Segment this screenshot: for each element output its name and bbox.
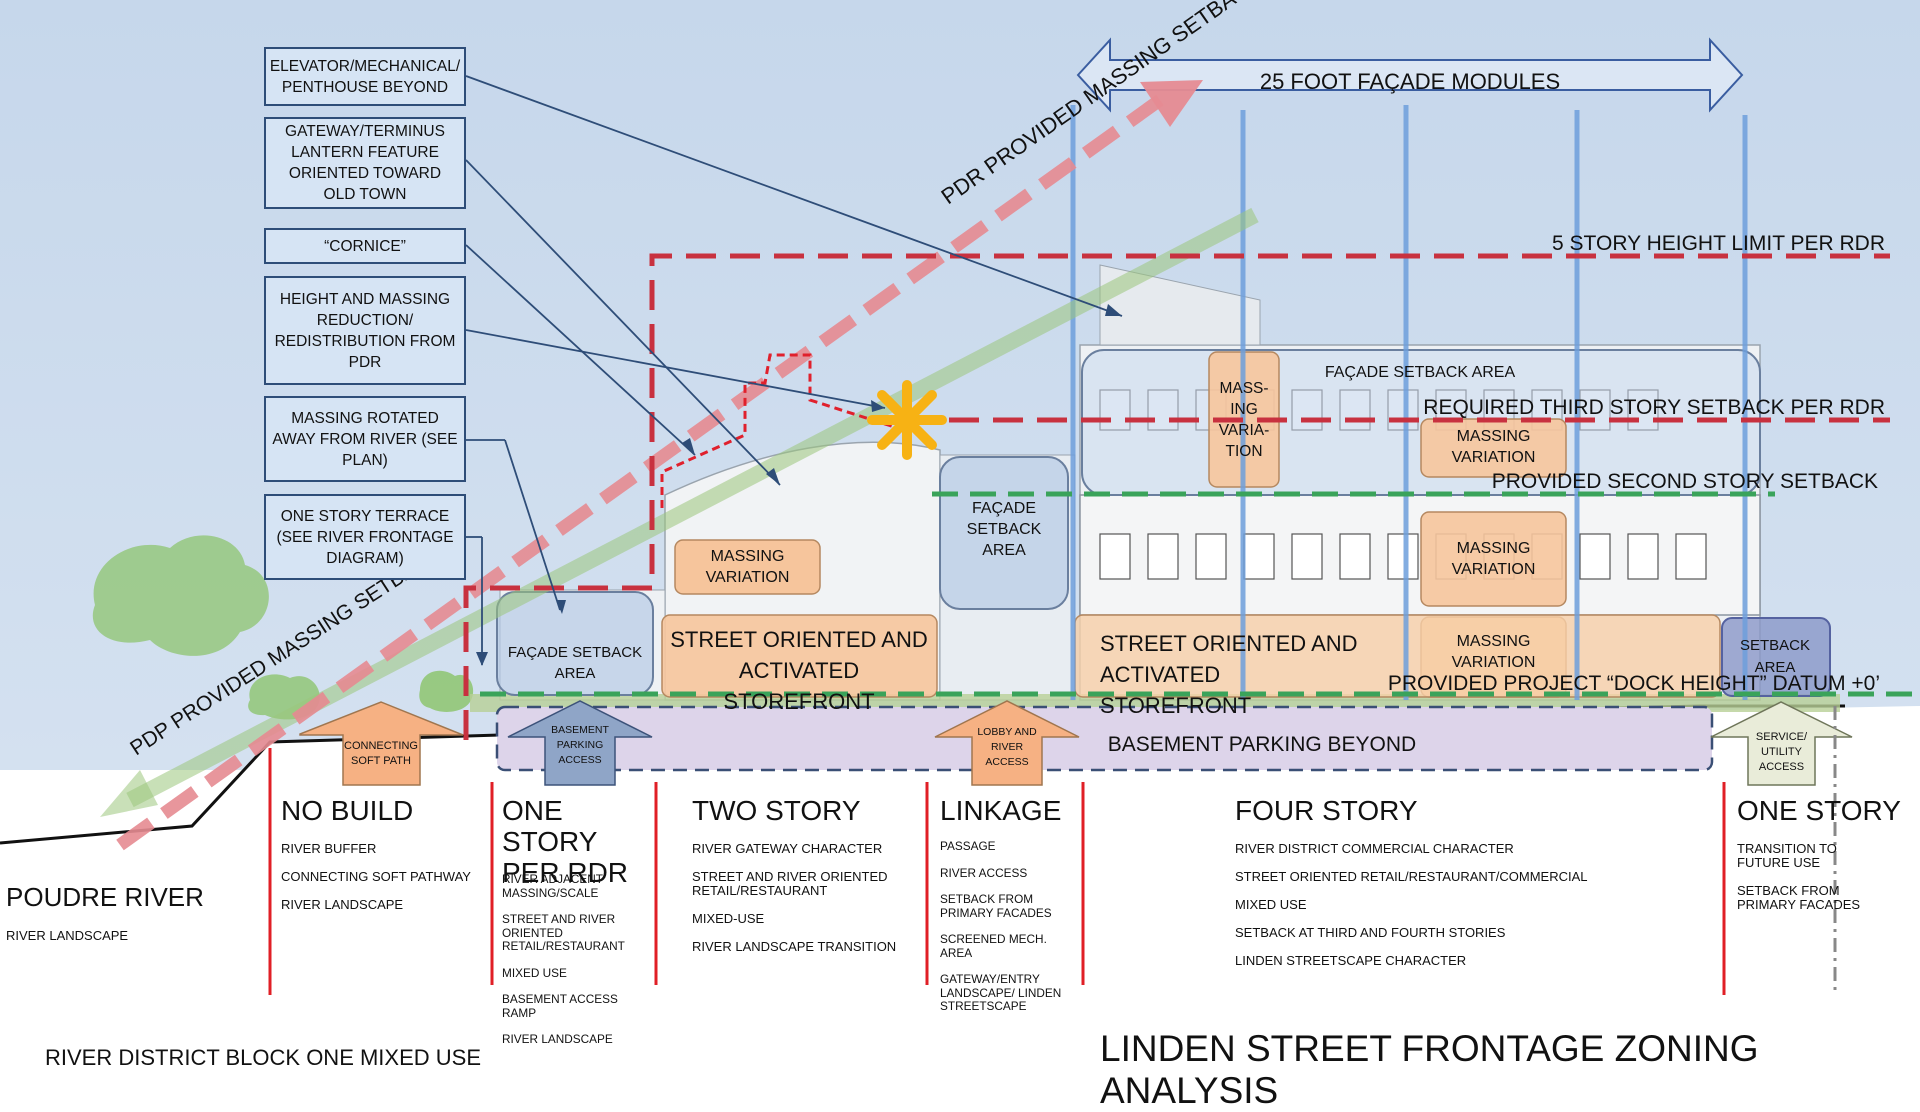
green-datum-lines bbox=[480, 491, 1915, 697]
lobby-arrow bbox=[934, 700, 1080, 786]
callout-massing-rotated: MASSING ROTATED AWAY FROM RIVER (SEE PLA… bbox=[264, 396, 466, 482]
zone-title-four-story: FOUR STORY bbox=[1235, 795, 1418, 826]
basement-beyond-label: BASEMENT PARKING BEYOND bbox=[1108, 733, 1416, 756]
service-arrow bbox=[1710, 701, 1853, 786]
zone-title-linkage: LINKAGE bbox=[940, 795, 1062, 826]
zone-items-linkage: PASSAGE RIVER ACCESS SETBACK FROM PRIMAR… bbox=[940, 839, 1062, 1013]
zone-title-two-story: TWO STORY bbox=[692, 795, 861, 826]
callout-elevator: ELEVATOR/MECHANICAL/ PENTHOUSE BEYOND bbox=[264, 47, 466, 106]
basement-access-arrow bbox=[507, 700, 653, 786]
basement-access-arrow-label: BASEMENT PARKING ACCESS bbox=[551, 724, 609, 766]
ground bbox=[0, 706, 1920, 1080]
page-title: LINDEN STREET FRONTAGE ZONING ANALYSIS bbox=[1100, 1028, 1759, 1111]
red-massing-outline bbox=[660, 353, 911, 508]
callout-terrace: ONE STORY TERRACE (SEE RIVER FRONTAGE DI… bbox=[264, 494, 466, 580]
zone-dividers bbox=[268, 748, 1726, 995]
storefront-block-left bbox=[661, 614, 938, 698]
zone-items-one-story-rdr: RIVER ADJACENT MASSING/SCALE STREET AND … bbox=[502, 872, 625, 1046]
green-arrow-head-left bbox=[100, 770, 158, 817]
soft-path-arrow-label: CONNECTING SOFT PATH bbox=[344, 740, 418, 767]
massing-variation-label-3: MASSING VARIATION bbox=[1451, 428, 1536, 466]
zone-title-one-story-rdr: ONE STORY PER RDR bbox=[502, 795, 629, 888]
massing-variation-label-tall: MASS- ING VARIA- TION bbox=[1218, 380, 1270, 460]
zone-title-no-build: NO BUILD bbox=[281, 795, 414, 826]
dock-height-label: PROVIDED PROJECT “DOCK HEIGHT” DATUM +0’ bbox=[1388, 672, 1880, 695]
river-name: POUDRE RIVER bbox=[6, 882, 204, 912]
basement-parking-box bbox=[495, 705, 1714, 772]
lantern-star-icon bbox=[867, 380, 947, 460]
diagram-graphics: 25 FOOT FAÇADE MODULES PDR PROVIDED MASS… bbox=[0, 0, 1920, 1080]
leader-arrowheads bbox=[476, 304, 1122, 666]
facade-modules-label: 25 FOOT FAÇADE MODULES bbox=[1260, 69, 1560, 94]
facade-module-lines bbox=[1070, 105, 1748, 700]
facade-modules-arrow bbox=[1076, 37, 1744, 113]
zone-title-one-story: ONE STORY bbox=[1737, 795, 1901, 826]
lobby-arrow-label: LOBBY AND RIVER ACCESS bbox=[977, 726, 1037, 768]
storefront-label-right: STREET ORIENTED AND ACTIVATED STOREFRONT bbox=[1100, 631, 1358, 718]
callout-lantern: GATEWAY/TERMINUS LANTERN FEATURE ORIENTE… bbox=[264, 117, 466, 209]
callout-leaders bbox=[465, 75, 1123, 665]
zone-items-no-build: RIVER BUFFER CONNECTING SOFT PATHWAY RIV… bbox=[281, 841, 471, 912]
river-sub: RIVER LANDSCAPE bbox=[6, 928, 129, 943]
massing-variation-block-2 bbox=[1420, 511, 1567, 607]
massing-variation-block-2story bbox=[674, 539, 821, 595]
service-arrow-label: SERVICE/ UTILITY ACCESS bbox=[1755, 731, 1808, 773]
project-name: RIVER DISTRICT BLOCK ONE MIXED USE bbox=[45, 1045, 482, 1070]
third-story-label: REQUIRED THIRD STORY SETBACK PER RDR bbox=[1423, 396, 1885, 419]
callout-cornice: “CORNICE” bbox=[264, 228, 466, 264]
zone-items-four-story: RIVER DISTRICT COMMERCIAL CHARACTER STRE… bbox=[1235, 841, 1588, 968]
height-limit-label: 5 STORY HEIGHT LIMIT PER RDR bbox=[1552, 232, 1885, 255]
massing-variation-label-1: MASSING VARIATION bbox=[1451, 633, 1536, 671]
massing-variation-label-2story: MASSING VARIATION bbox=[705, 548, 790, 586]
massing-variation-label-2: MASSING VARIATION bbox=[1451, 540, 1536, 578]
callout-height-reduction: HEIGHT AND MASSING REDUCTION/ REDISTRIBU… bbox=[264, 276, 466, 385]
facade-setback-mid-label: FAÇADE SETBACK AREA bbox=[966, 500, 1042, 559]
connecting-soft-path-arrow bbox=[299, 701, 464, 786]
red-envelope bbox=[463, 253, 1890, 740]
red-arrow-head bbox=[1140, 80, 1203, 127]
zone-items-one-story: TRANSITION TO FUTURE USE SETBACK FROM PR… bbox=[1737, 841, 1861, 912]
facade-setback-left-label: FAÇADE SETBACK AREA bbox=[507, 644, 643, 682]
tree-left bbox=[92, 535, 269, 656]
facade-setback-top-label: FAÇADE SETBACK AREA bbox=[1325, 364, 1516, 381]
second-story-label: PROVIDED SECOND STORY SETBACK bbox=[1492, 470, 1878, 493]
storefront-label-left: STREET ORIENTED AND ACTIVATED STOREFRONT bbox=[670, 627, 928, 714]
zone-items-two-story: RIVER GATEWAY CHARACTER STREET AND RIVER… bbox=[692, 841, 897, 954]
tree-right bbox=[419, 670, 474, 712]
